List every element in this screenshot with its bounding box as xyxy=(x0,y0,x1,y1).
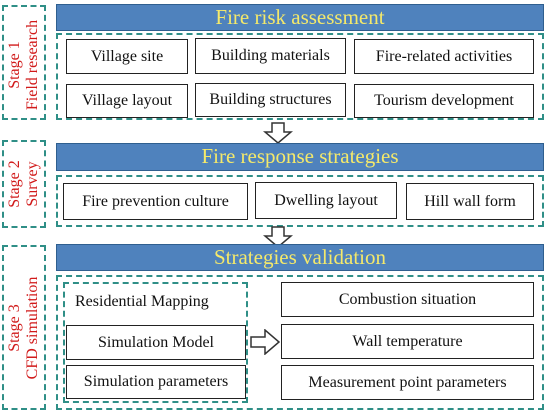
item-simulation-model: Simulation Model xyxy=(66,325,246,360)
stage-1-line2: Field research xyxy=(24,19,41,111)
item-building-structures: Building structures xyxy=(195,83,346,117)
item-village-site: Village site xyxy=(66,39,188,74)
stage-2-label-box xyxy=(2,140,46,228)
item-combustion-situation: Combustion situation xyxy=(281,282,534,317)
stage-2-line2: Survey xyxy=(24,161,41,207)
item-fire-related-activities: Fire-related activities xyxy=(354,39,534,74)
item-dwelling-layout: Dwelling layout xyxy=(255,182,397,219)
item-village-layout: Village layout xyxy=(66,84,188,118)
stage-2-label: Stage 2 Survey xyxy=(6,138,42,230)
stage-3-left-group xyxy=(63,282,248,403)
stage-2-line1: Stage 2 xyxy=(6,160,23,208)
banner-fire-response-strategies: Fire response strategies xyxy=(56,143,544,171)
down-arrow-icon-1 xyxy=(263,122,293,144)
banner-strategies-validation: Strategies validation xyxy=(56,244,544,271)
stage-3-line1: Stage 3 xyxy=(6,304,23,352)
stage-1-label: Stage 1 Field research xyxy=(6,7,42,123)
stage-2-group xyxy=(56,175,544,227)
stage-1-label-box xyxy=(2,5,46,120)
stage-3-label-box xyxy=(2,245,46,410)
item-hill-wall-form: Hill wall form xyxy=(406,183,534,220)
item-simulation-parameters: Simulation parameters xyxy=(66,365,246,399)
item-residential-mapping: Residential Mapping xyxy=(75,293,209,310)
stage-1-line1: Stage 1 xyxy=(6,41,23,89)
stage-3-label: Stage 3 CFD simulation xyxy=(6,266,42,390)
item-fire-prevention-culture: Fire prevention culture xyxy=(63,183,248,220)
item-wall-temperature: Wall temperature xyxy=(281,324,534,359)
banner-fire-risk-assessment: Fire risk assessment xyxy=(56,4,544,31)
item-tourism-development: Tourism development xyxy=(354,84,534,118)
item-measurement-point-parameters: Measurement point parameters xyxy=(281,365,534,400)
right-arrow-icon xyxy=(250,329,280,355)
stage-3-line2: CFD simulation xyxy=(24,276,41,380)
down-arrow-icon-2 xyxy=(263,226,293,248)
item-building-materials: Building materials xyxy=(195,38,346,74)
stage-1-group xyxy=(56,33,544,120)
stage-3-group xyxy=(56,275,544,410)
